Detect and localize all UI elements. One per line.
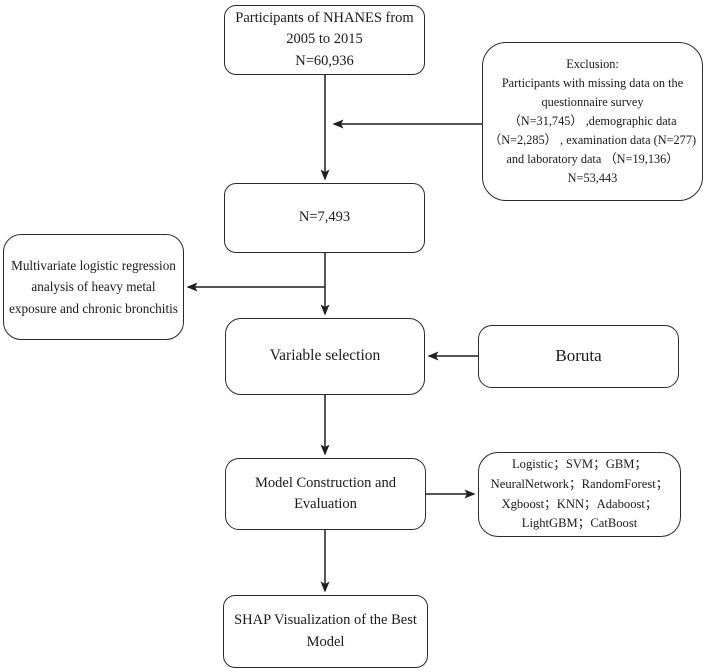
node-exclusion: Exclusion: Participants with missing dat… [482,42,703,201]
node-exclusion-line: （N=31,745） ,demographic data [508,113,677,128]
node-model-list: Logistic；SVM；GBM； NeuralNetwork；RandomFo… [478,452,681,537]
node-shap-line: Model [306,633,345,650]
node-model-list-line: LightGBM；CatBoost [521,516,638,531]
node-exclusion-line: （N=2,285） , examination data (N=277) [488,133,697,148]
node-participants-line: 2005 to 2015 [286,31,363,48]
node-n7493: N=7,493 [224,183,425,253]
node-exclusion-line: Participants with missing data on the [501,75,684,90]
node-boruta: Boruta [478,325,679,388]
node-model-construction-line: Model Construction and [255,474,396,491]
node-multivariate-regression: Multivariate logistic regression analysi… [3,234,184,340]
node-n7493-line: N=7,493 [298,209,351,226]
node-multivariate-line: analysis of heavy metal [31,279,156,295]
node-exclusion-line: and laboratory data （N=19,136） [506,152,679,167]
node-exclusion-line: Exclusion: [566,56,619,71]
node-multivariate-line: exposure and chronic bronchitis [9,300,178,316]
node-exclusion-line: N=53,443 [567,171,618,186]
node-model-construction: Model Construction and Evaluation [225,458,426,530]
node-multivariate-line: Multivariate logistic regression [11,258,176,274]
node-boruta-line: Boruta [555,346,602,366]
node-exclusion-line: questionnaire survey [541,94,644,109]
node-model-list-line: Logistic；SVM；GBM； [511,457,648,472]
node-participants-line: Participants of NHANES from [235,10,414,27]
node-model-construction-line: Evaluation [294,496,357,512]
node-variable-selection: Variable selection [225,318,425,395]
node-shap-visualization: SHAP Visualization of the Best Model [223,595,428,668]
node-variable-selection-line: Variable selection [269,347,381,365]
node-participants: Participants of NHANES from 2005 to 2015… [224,5,425,75]
node-model-list-line: NeuralNetwork；RandomForest； [490,476,669,491]
node-participants-line: N=60,936 [295,52,354,69]
node-model-list-line: Xgboost；KNN；Adaboost； [501,496,658,511]
node-shap-line: SHAP Visualization of the Best [234,612,417,629]
